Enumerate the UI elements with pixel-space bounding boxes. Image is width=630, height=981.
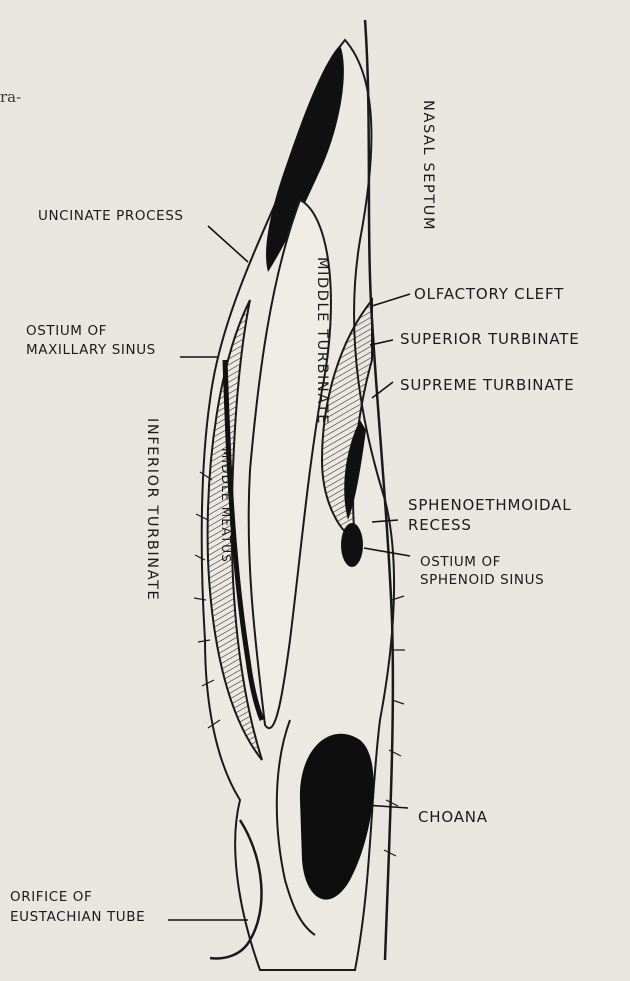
label-eustachian-2: EUSTACHIAN TUBE [10, 908, 145, 927]
label-middle-meatus: MIDDLE MEATUS [219, 448, 233, 563]
sphenoid-ostium [341, 523, 363, 567]
label-superior-turbinate: SUPERIOR TURBINATE [400, 330, 580, 349]
label-middle-turbinate: MIDDLE TURBINATE [314, 257, 330, 425]
label-inferior-turbinate: INFERIOR TURBINATE [144, 418, 160, 601]
label-eustachian-1: ORIFICE OF [10, 888, 92, 907]
label-ostium-maxillary-2: MAXILLARY SINUS [26, 341, 156, 360]
label-ostium-maxillary-1: OSTIUM OF [26, 322, 107, 341]
leader-olfactory [372, 294, 410, 306]
label-sphenoethmoidal-2: RECESS [408, 516, 472, 535]
label-olfactory-cleft: OLFACTORY CLEFT [414, 285, 564, 304]
label-supreme-turbinate: SUPREME TURBINATE [400, 376, 574, 395]
leader-uncinate [208, 226, 248, 262]
label-choana: CHOANA [418, 808, 488, 827]
label-ostium-sphenoid-2: SPHENOID SINUS [420, 571, 544, 590]
label-sphenoethmoidal-1: SPHENOETHMOIDAL [408, 496, 571, 515]
label-ostium-sphenoid-1: OSTIUM OF [420, 553, 501, 572]
label-nasal-septum: NASAL SEPTUM [420, 100, 436, 231]
label-uncinate-process: UNCINATE PROCESS [38, 207, 184, 226]
